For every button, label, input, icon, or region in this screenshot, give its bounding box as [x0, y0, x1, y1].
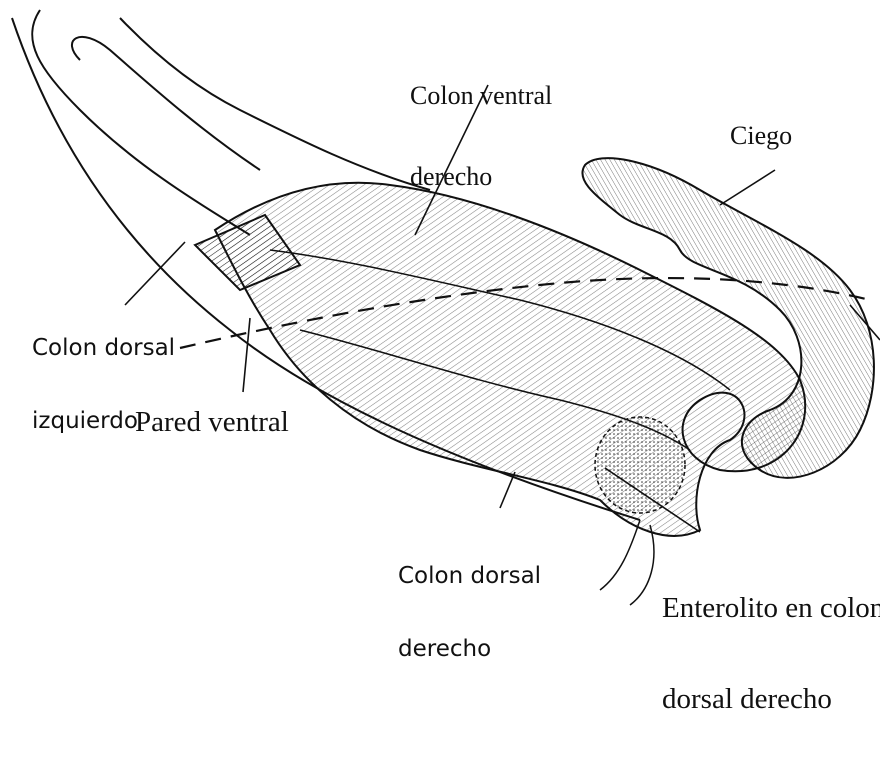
label-colon-ventral-derecho: Colon ventral derecho	[410, 27, 552, 245]
label-colon-dorsal-derecho: Colon dorsal derecho	[398, 516, 541, 709]
label-ciego: Ciego	[730, 122, 792, 149]
label-pared-ventral: Pared ventral	[135, 407, 289, 437]
upper-loop-outline	[32, 10, 250, 235]
leader-ciego	[720, 170, 775, 205]
diagram: Colon ventral derecho Ciego Colon dorsal…	[0, 0, 880, 612]
enterolith	[595, 417, 685, 513]
mesentery-tail	[600, 520, 654, 605]
leader-pared-ventral	[243, 318, 250, 392]
label-enterolito: Enterolito en colon dorsal derecho	[662, 532, 880, 776]
label-colon-dorsal-izquierdo: Colon dorsal izquierdo	[32, 288, 175, 481]
left-colon-tube	[120, 18, 430, 190]
leader-colon-dorsal-derecho	[500, 472, 515, 508]
inner-loop-outline	[72, 37, 260, 170]
